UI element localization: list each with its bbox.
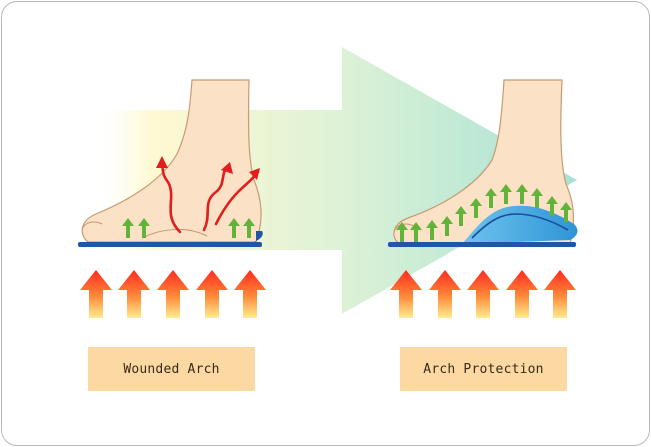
up-arrow-icon (234, 270, 266, 318)
up-arrow-icon (157, 270, 189, 318)
label-wounded-arch: Wounded Arch (88, 347, 255, 391)
up-arrow-icon (196, 270, 228, 318)
up-arrow-icon (80, 270, 112, 318)
wavy-arrow-icon (214, 170, 260, 226)
left-foot (78, 79, 263, 247)
up-arrow-icon (429, 270, 461, 318)
up-arrow-icon (118, 270, 150, 318)
up-arrow-icon (544, 270, 576, 318)
up-arrow-icon (506, 270, 538, 318)
arch-support-insole (388, 205, 578, 247)
label-arch-protection: Arch Protection (400, 347, 567, 391)
heat-arrows-left (80, 270, 266, 318)
heat-arrows-right (390, 270, 576, 318)
wavy-arrow-icon (202, 164, 230, 232)
up-arrow-icon (467, 270, 499, 318)
